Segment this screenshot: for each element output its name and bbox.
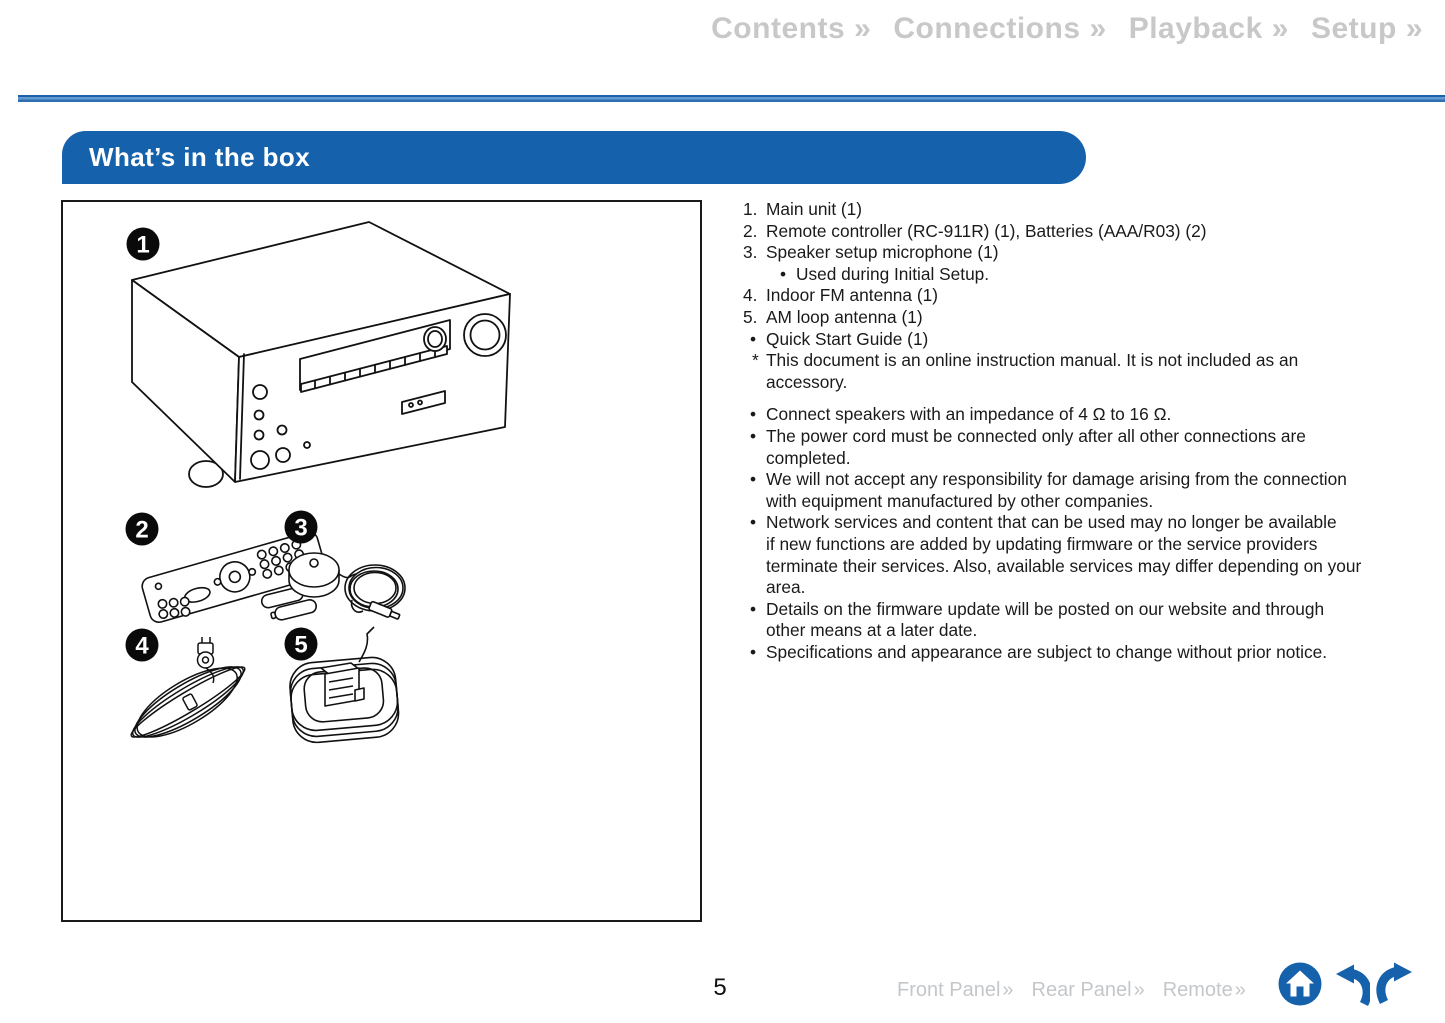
accessory-footnote-online-manual: * This document is an online instruction…	[743, 350, 1428, 393]
chevron-right-icon: »	[854, 12, 872, 45]
back-button[interactable]	[1330, 963, 1372, 1012]
nav-label: Connections	[893, 12, 1081, 45]
remote-controller-illustration	[141, 531, 327, 624]
list-text: Remote controller (RC-911R) (1), Batteri…	[766, 220, 1207, 241]
notes-list: • Connect speakers with an impedance of …	[743, 404, 1428, 663]
setup-microphone-illustration	[288, 552, 406, 620]
note-firmware-update: • Details on the firmware update will be…	[743, 599, 1428, 642]
footer-link-label: Front Panel	[897, 979, 1001, 1001]
list-marker: 5.	[743, 306, 758, 327]
badge-4-number: 4	[135, 633, 149, 660]
forward-button[interactable]	[1372, 961, 1422, 1010]
accessories-figure-box: 1 2 3 4 5	[61, 200, 702, 922]
badge-2-number: 2	[135, 517, 148, 544]
accessories-list: 1. Main unit (1) 2. Remote controller (R…	[743, 199, 1428, 393]
chevron-right-icon: »	[1405, 12, 1423, 45]
footer-link-remote[interactable]: Remote »	[1163, 979, 1246, 1002]
footer-link-front-panel[interactable]: Front Panel »	[897, 979, 1014, 1002]
note-responsibility: • We will not accept any responsibility …	[743, 469, 1428, 512]
note-network-services: • Network services and content that can …	[743, 512, 1428, 598]
nav-item-contents[interactable]: Contents »	[711, 12, 893, 46]
accessories-text-column: 1. Main unit (1) 2. Remote controller (R…	[743, 199, 1428, 663]
list-text: Details on the firmware update will be p…	[766, 598, 1325, 641]
list-text: This document is an online instruction m…	[766, 350, 1299, 392]
page-title: What’s in the box	[89, 142, 311, 172]
list-marker: 1.	[743, 199, 758, 219]
list-text: Connect speakers with an impedance of 4 …	[766, 404, 1172, 425]
accessory-item-am-antenna: 5. AM loop antenna (1)	[743, 307, 1428, 329]
bullet-marker: •	[750, 328, 757, 349]
accessory-item-remote: 2. Remote controller (RC-911R) (1), Batt…	[743, 221, 1428, 243]
badge-1-number: 1	[136, 232, 149, 259]
badge-4-circle	[125, 628, 159, 662]
chevron-right-icon: »	[1271, 12, 1289, 45]
nav-item-connections[interactable]: Connections »	[893, 12, 1128, 46]
list-text: Network services and content that can be…	[766, 512, 1362, 598]
section-title-bar: What’s in the box	[62, 131, 1086, 184]
badge-3-circle	[284, 510, 318, 544]
list-text: AM loop antenna (1)	[766, 306, 923, 327]
footer-links: Front Panel » Rear Panel » Remote »	[897, 979, 1246, 1002]
nav-label: Setup	[1310, 12, 1397, 45]
home-button[interactable]	[1277, 961, 1323, 1012]
header-divider	[18, 95, 1445, 102]
accessory-item-main-unit: 1. Main unit (1)	[743, 199, 1428, 221]
list-text: Quick Start Guide (1)	[766, 328, 929, 349]
nav-item-playback[interactable]: Playback »	[1129, 12, 1311, 46]
chevron-right-icon: »	[1234, 979, 1246, 1001]
badge-5-number: 5	[294, 632, 307, 659]
note-specifications: • Specifications and appearance are subj…	[743, 642, 1428, 664]
bullet-marker: •	[750, 404, 757, 425]
chevron-right-icon: »	[1089, 12, 1107, 45]
badge-5-circle	[284, 627, 318, 661]
home-icon	[1278, 962, 1322, 1006]
chevron-right-icon: »	[1002, 979, 1014, 1001]
footer-link-rear-panel[interactable]: Rear Panel »	[1032, 979, 1145, 1002]
accessory-item-fm-antenna: 4. Indoor FM antenna (1)	[743, 285, 1428, 307]
note-speaker-impedance: • Connect speakers with an impedance of …	[743, 404, 1428, 426]
asterisk-marker: *	[752, 350, 759, 371]
accessory-subnote-microphone: • Used during Initial Setup.	[780, 264, 1428, 286]
list-text: We will not accept any responsibility fo…	[766, 469, 1347, 511]
page-number: 5	[713, 974, 727, 1001]
bullet-marker: •	[750, 512, 757, 533]
bullet-marker: •	[750, 641, 757, 662]
bullet-marker: •	[750, 469, 757, 490]
redo-arrow-icon	[1376, 962, 1412, 1005]
list-text: Speaker setup microphone (1)	[766, 242, 999, 263]
am-loop-antenna-illustration	[289, 626, 400, 744]
bullet-marker: •	[750, 425, 757, 446]
list-marker: 4.	[743, 285, 758, 306]
badge-1-circle	[126, 227, 160, 261]
badge-3-number: 3	[294, 515, 307, 542]
main-unit-illustration	[131, 221, 511, 488]
top-navigation: Contents » Connections » Playback » Setu…	[711, 12, 1423, 46]
nav-item-setup[interactable]: Setup »	[1311, 12, 1423, 46]
fm-antenna-illustration	[130, 637, 246, 738]
note-power-cord: • The power cord must be connected only …	[743, 426, 1428, 469]
accessory-item-microphone: 3. Speaker setup microphone (1)	[743, 242, 1428, 264]
bullet-marker: •	[750, 598, 757, 619]
accessory-item-quick-start-guide: • Quick Start Guide (1)	[743, 329, 1428, 351]
badge-2-circle	[125, 512, 159, 546]
footer-link-label: Remote	[1162, 979, 1233, 1001]
bullet-marker: •	[780, 263, 787, 284]
list-text: Main unit (1)	[766, 199, 863, 219]
list-text: Indoor FM antenna (1)	[766, 285, 938, 306]
list-text: Specifications and appearance are subjec…	[766, 641, 1328, 662]
list-marker: 2.	[743, 220, 758, 241]
list-text: Used during Initial Setup.	[796, 263, 990, 284]
list-text: The power cord must be connected only af…	[766, 425, 1306, 468]
nav-label: Playback	[1128, 12, 1263, 45]
footer-link-label: Rear Panel	[1031, 979, 1132, 1001]
undo-arrow-icon	[1336, 964, 1372, 1007]
figure-number-badges: 1 2 3 4 5	[125, 227, 318, 662]
nav-label: Contents	[711, 12, 846, 45]
accessories-illustration: 1 2 3 4 5	[125, 221, 511, 744]
list-marker: 3.	[743, 242, 758, 263]
chevron-right-icon: »	[1133, 979, 1145, 1001]
